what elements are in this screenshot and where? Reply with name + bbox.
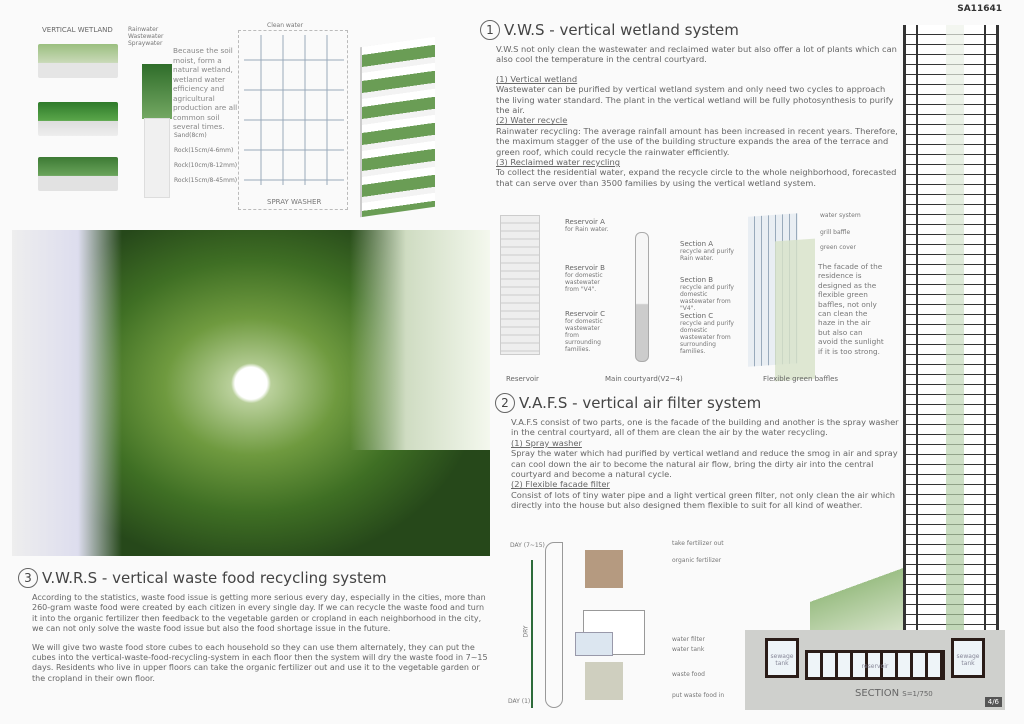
pot: [144, 118, 170, 198]
vafs-item-head: (2) Flexible facade filter: [511, 479, 610, 490]
courtyard-column: [635, 232, 649, 362]
vws-number-icon: 1: [480, 20, 500, 40]
wetland-legend-1: Wastewater: [128, 33, 164, 40]
baffle-label-grill: grill baffle: [820, 229, 851, 236]
vafs-item-body: Consist of lots of tiny water pipe and a…: [511, 489, 896, 511]
section-a: Section A: [680, 240, 714, 248]
waste-food-block: [585, 662, 623, 700]
planter-3: [38, 157, 118, 191]
vafs-item-body: Spray the water which had purified by ve…: [511, 448, 898, 480]
reservoir-tank: reservoir: [805, 650, 945, 680]
reservoir-b: Reservoir B: [565, 264, 605, 272]
planter-2: [38, 102, 118, 136]
vws-item-head: (1) Vertical wetland: [496, 73, 578, 84]
label-take-fertilizer: take fertilizer out: [672, 540, 724, 547]
courtyard-render: [12, 230, 490, 556]
baffles-caption: Flexible green baffles: [763, 375, 839, 383]
tower-section-drawing: [903, 25, 999, 630]
spray-grid: [244, 35, 344, 185]
vws-item-head: (2) Water recycle: [496, 115, 568, 126]
sewage-tank-left: sewage tank: [765, 638, 799, 678]
sheet-id: SA11641: [957, 4, 1002, 14]
fertilizer-block: [585, 550, 623, 588]
vws-title: V.W.S - vertical wetland system: [504, 21, 739, 39]
reservoir-c: Reservoir C: [565, 310, 606, 318]
vafs-title: V.A.F.S - vertical air filter system: [519, 394, 762, 412]
vws-intro: V.W.S not only clean the wastewater and …: [496, 44, 897, 65]
spray-washer-diagram: Clean water SPRAY WASHER: [238, 22, 348, 210]
reservoir-a-desc: for Rain water.: [565, 226, 609, 233]
wetland-legend-2: Spraywater: [128, 40, 163, 47]
section-c: Section C: [680, 312, 714, 320]
layer-3: Rock(15cm/8-45mm): [174, 177, 238, 184]
page-number: 4/6: [984, 697, 1002, 707]
baffle-note: The facade of the residence is designed …: [818, 262, 884, 356]
wetland-legend-0: Rainwater: [128, 26, 159, 33]
vafs-intro: V.A.F.S consist of two parts, one is the…: [511, 417, 899, 438]
vws-item-body: Rainwater recycling: The average rainfal…: [496, 125, 898, 157]
section-foundation: sewage tank reservoir sewage tank SECTIO…: [745, 630, 1005, 710]
layer-2: Rock(10cm/8-12mm): [174, 162, 238, 169]
vafs-item-head: (1) Spray washer: [511, 437, 582, 448]
layer-0: Sand(8cm): [174, 132, 207, 139]
courtyard-caption: Main courtyard(V2~4): [605, 375, 683, 383]
baffle-label-green-cover: green cover: [820, 244, 856, 251]
layer-1: Rock(15cm/4-6mm): [174, 147, 234, 154]
vwrs-paragraph-2: We will give two waste food store cubes …: [32, 642, 488, 683]
planter-1: [38, 44, 118, 78]
dry-label: DRY: [522, 625, 530, 638]
baffle-label-water-system: water system: [820, 212, 861, 219]
vws-item-body: Wastewater can be purified by vertical w…: [496, 84, 894, 116]
label-put-waste-in: put waste food in: [672, 692, 725, 699]
section-title-text: SECTION: [855, 688, 900, 699]
terrace-greenery: [810, 540, 903, 630]
water-tank: [575, 632, 613, 656]
wetland-title: VERTICAL WETLAND: [42, 26, 113, 34]
day-bottom: DAY (1): [508, 698, 531, 705]
vafs-number-icon: 2: [495, 393, 515, 413]
label-organic-fertilizer: organic fertilizer: [672, 557, 722, 564]
section-title: SECTION S=1/750: [855, 688, 933, 699]
section-c-desc: recycle and purify domestic wastewater f…: [680, 320, 734, 355]
section-b-desc: recycle and purify domestic wastewater f…: [680, 284, 734, 312]
timeline-arrow: [531, 560, 533, 708]
vwrs-title: V.W.R.S - vertical waste food recycling …: [42, 569, 387, 587]
reservoir-a: Reservoir A: [565, 218, 605, 226]
section-scale: S=1/750: [902, 690, 933, 698]
label-water-tank: water tank: [672, 646, 705, 653]
baffle-green-cover: [775, 238, 815, 382]
vws-item-head: (3) Reclaimed water recycling: [496, 157, 621, 168]
green-facade-render: [360, 36, 435, 218]
vwrs-paragraph-1: According to the statistics, waste food …: [32, 593, 486, 634]
label-water-filter: water filter: [672, 636, 705, 643]
spray-washer-caption: SPRAY WASHER: [267, 198, 322, 206]
reservoir-caption: Reservoir: [506, 375, 539, 383]
chute: [545, 542, 563, 708]
section-b: Section B: [680, 276, 714, 284]
day-top: DAY (7~15): [510, 542, 545, 549]
plant-icon: [142, 64, 172, 119]
vwrs-number-icon: 3: [18, 568, 38, 588]
render-left-wall: [12, 230, 122, 556]
wetland-note: Because the soil moist, form a natural w…: [173, 46, 238, 131]
sewage-tank-right: sewage tank: [951, 638, 985, 678]
render-right-wall: [350, 230, 490, 450]
vws-item-body: To collect the residential water, expand…: [496, 167, 897, 188]
section-a-desc: recycle and purify Rain water.: [680, 248, 734, 262]
vertical-wetland-diagram: VERTICAL WETLAND Rainwater Wastewater Sp…: [30, 12, 240, 212]
reservoir-diagram: [500, 215, 540, 355]
reservoir-c-desc: for domestic wastewater from surrounding…: [565, 318, 603, 353]
label-waste-food: waste food: [672, 671, 705, 678]
reservoir-b-desc: for domestic wastewater from "V4".: [565, 272, 603, 293]
clean-water-label: Clean water: [267, 22, 304, 29]
